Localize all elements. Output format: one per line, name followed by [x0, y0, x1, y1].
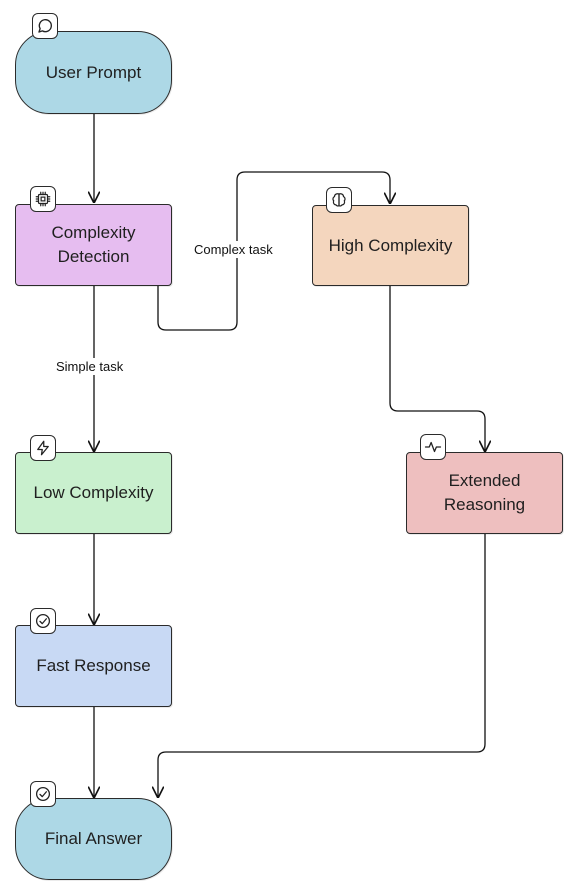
node-high-complexity[interactable]: High Complexity — [312, 205, 469, 286]
cpu-chip-icon — [30, 186, 56, 212]
node-label: Extended Reasoning — [443, 471, 526, 514]
edge-label-complex-task: Complex task — [192, 241, 275, 258]
node-label: Final Answer — [44, 829, 143, 848]
lightning-icon — [30, 435, 56, 461]
pulse-icon — [420, 434, 446, 460]
node-label: User Prompt — [45, 62, 142, 82]
check-circle-icon — [30, 781, 56, 807]
node-complexity-detection[interactable]: Complexity Detection — [15, 204, 172, 286]
chat-bubble-icon — [32, 13, 58, 39]
node-final-answer[interactable]: Final Answer — [15, 798, 172, 880]
node-low-complexity[interactable]: Low Complexity — [15, 452, 172, 534]
node-extended-reasoning[interactable]: Extended Reasoning — [406, 452, 563, 534]
node-label: Low Complexity — [33, 483, 154, 502]
node-label: High Complexity — [328, 235, 453, 255]
node-fast-response[interactable]: Fast Response — [15, 625, 172, 707]
node-label: Fast Response — [36, 656, 151, 675]
check-circle-icon — [30, 608, 56, 634]
node-label: Complexity Detection — [51, 223, 136, 266]
edge-high-to-extended — [389, 286, 485, 451]
edge-extended-to-final — [158, 534, 486, 797]
brain-icon — [326, 187, 352, 213]
node-user-prompt[interactable]: User Prompt — [15, 31, 172, 114]
edge-label-simple-task: Simple task — [54, 358, 126, 375]
